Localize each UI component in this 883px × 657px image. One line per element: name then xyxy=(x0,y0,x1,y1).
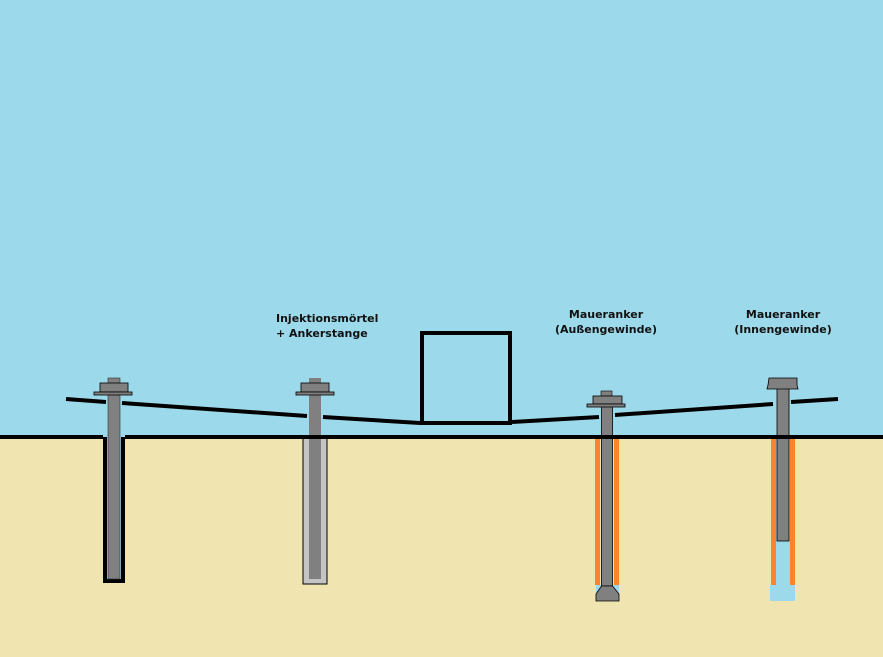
label-external-line1: Maueranker xyxy=(569,308,644,321)
nut xyxy=(99,382,129,393)
label-internal-line1: Maueranker xyxy=(746,308,821,321)
label-mortar-line1: Injektionsmörtel xyxy=(276,312,378,325)
bolt-shaft xyxy=(776,387,790,542)
sleeve-right xyxy=(614,437,619,585)
anchor-internal-thread xyxy=(766,377,799,601)
washer xyxy=(295,391,335,396)
bolt-head xyxy=(766,377,799,390)
anchor-rod xyxy=(107,377,121,580)
cable-segment xyxy=(790,397,839,404)
sleeve-right xyxy=(790,437,795,585)
anchor-external-thread xyxy=(586,390,626,602)
hole-bottom xyxy=(770,585,795,601)
cable-segment xyxy=(322,415,421,425)
cable-segment xyxy=(121,401,308,418)
washer xyxy=(586,403,626,408)
cable-segment xyxy=(511,415,600,424)
anchor-plain xyxy=(93,377,133,583)
sleeve-left xyxy=(771,437,776,585)
expansion-cone xyxy=(595,585,620,602)
label-internal-line2: (Innengewinde) xyxy=(734,323,832,336)
thread-stub xyxy=(600,390,613,397)
label-mortar-line2: + Ankerstange xyxy=(276,327,368,340)
sleeve-left xyxy=(595,437,600,585)
nut xyxy=(300,382,330,393)
ground xyxy=(0,437,883,657)
anchor-rod xyxy=(601,405,613,587)
nut xyxy=(592,395,623,405)
anchor-rod xyxy=(309,378,321,579)
label-external-line2: (Außengewinde) xyxy=(555,323,657,336)
cable-segment xyxy=(65,397,107,404)
washer xyxy=(93,391,133,396)
load-box xyxy=(420,331,512,425)
cable-segment xyxy=(614,402,774,417)
sky xyxy=(0,0,883,437)
